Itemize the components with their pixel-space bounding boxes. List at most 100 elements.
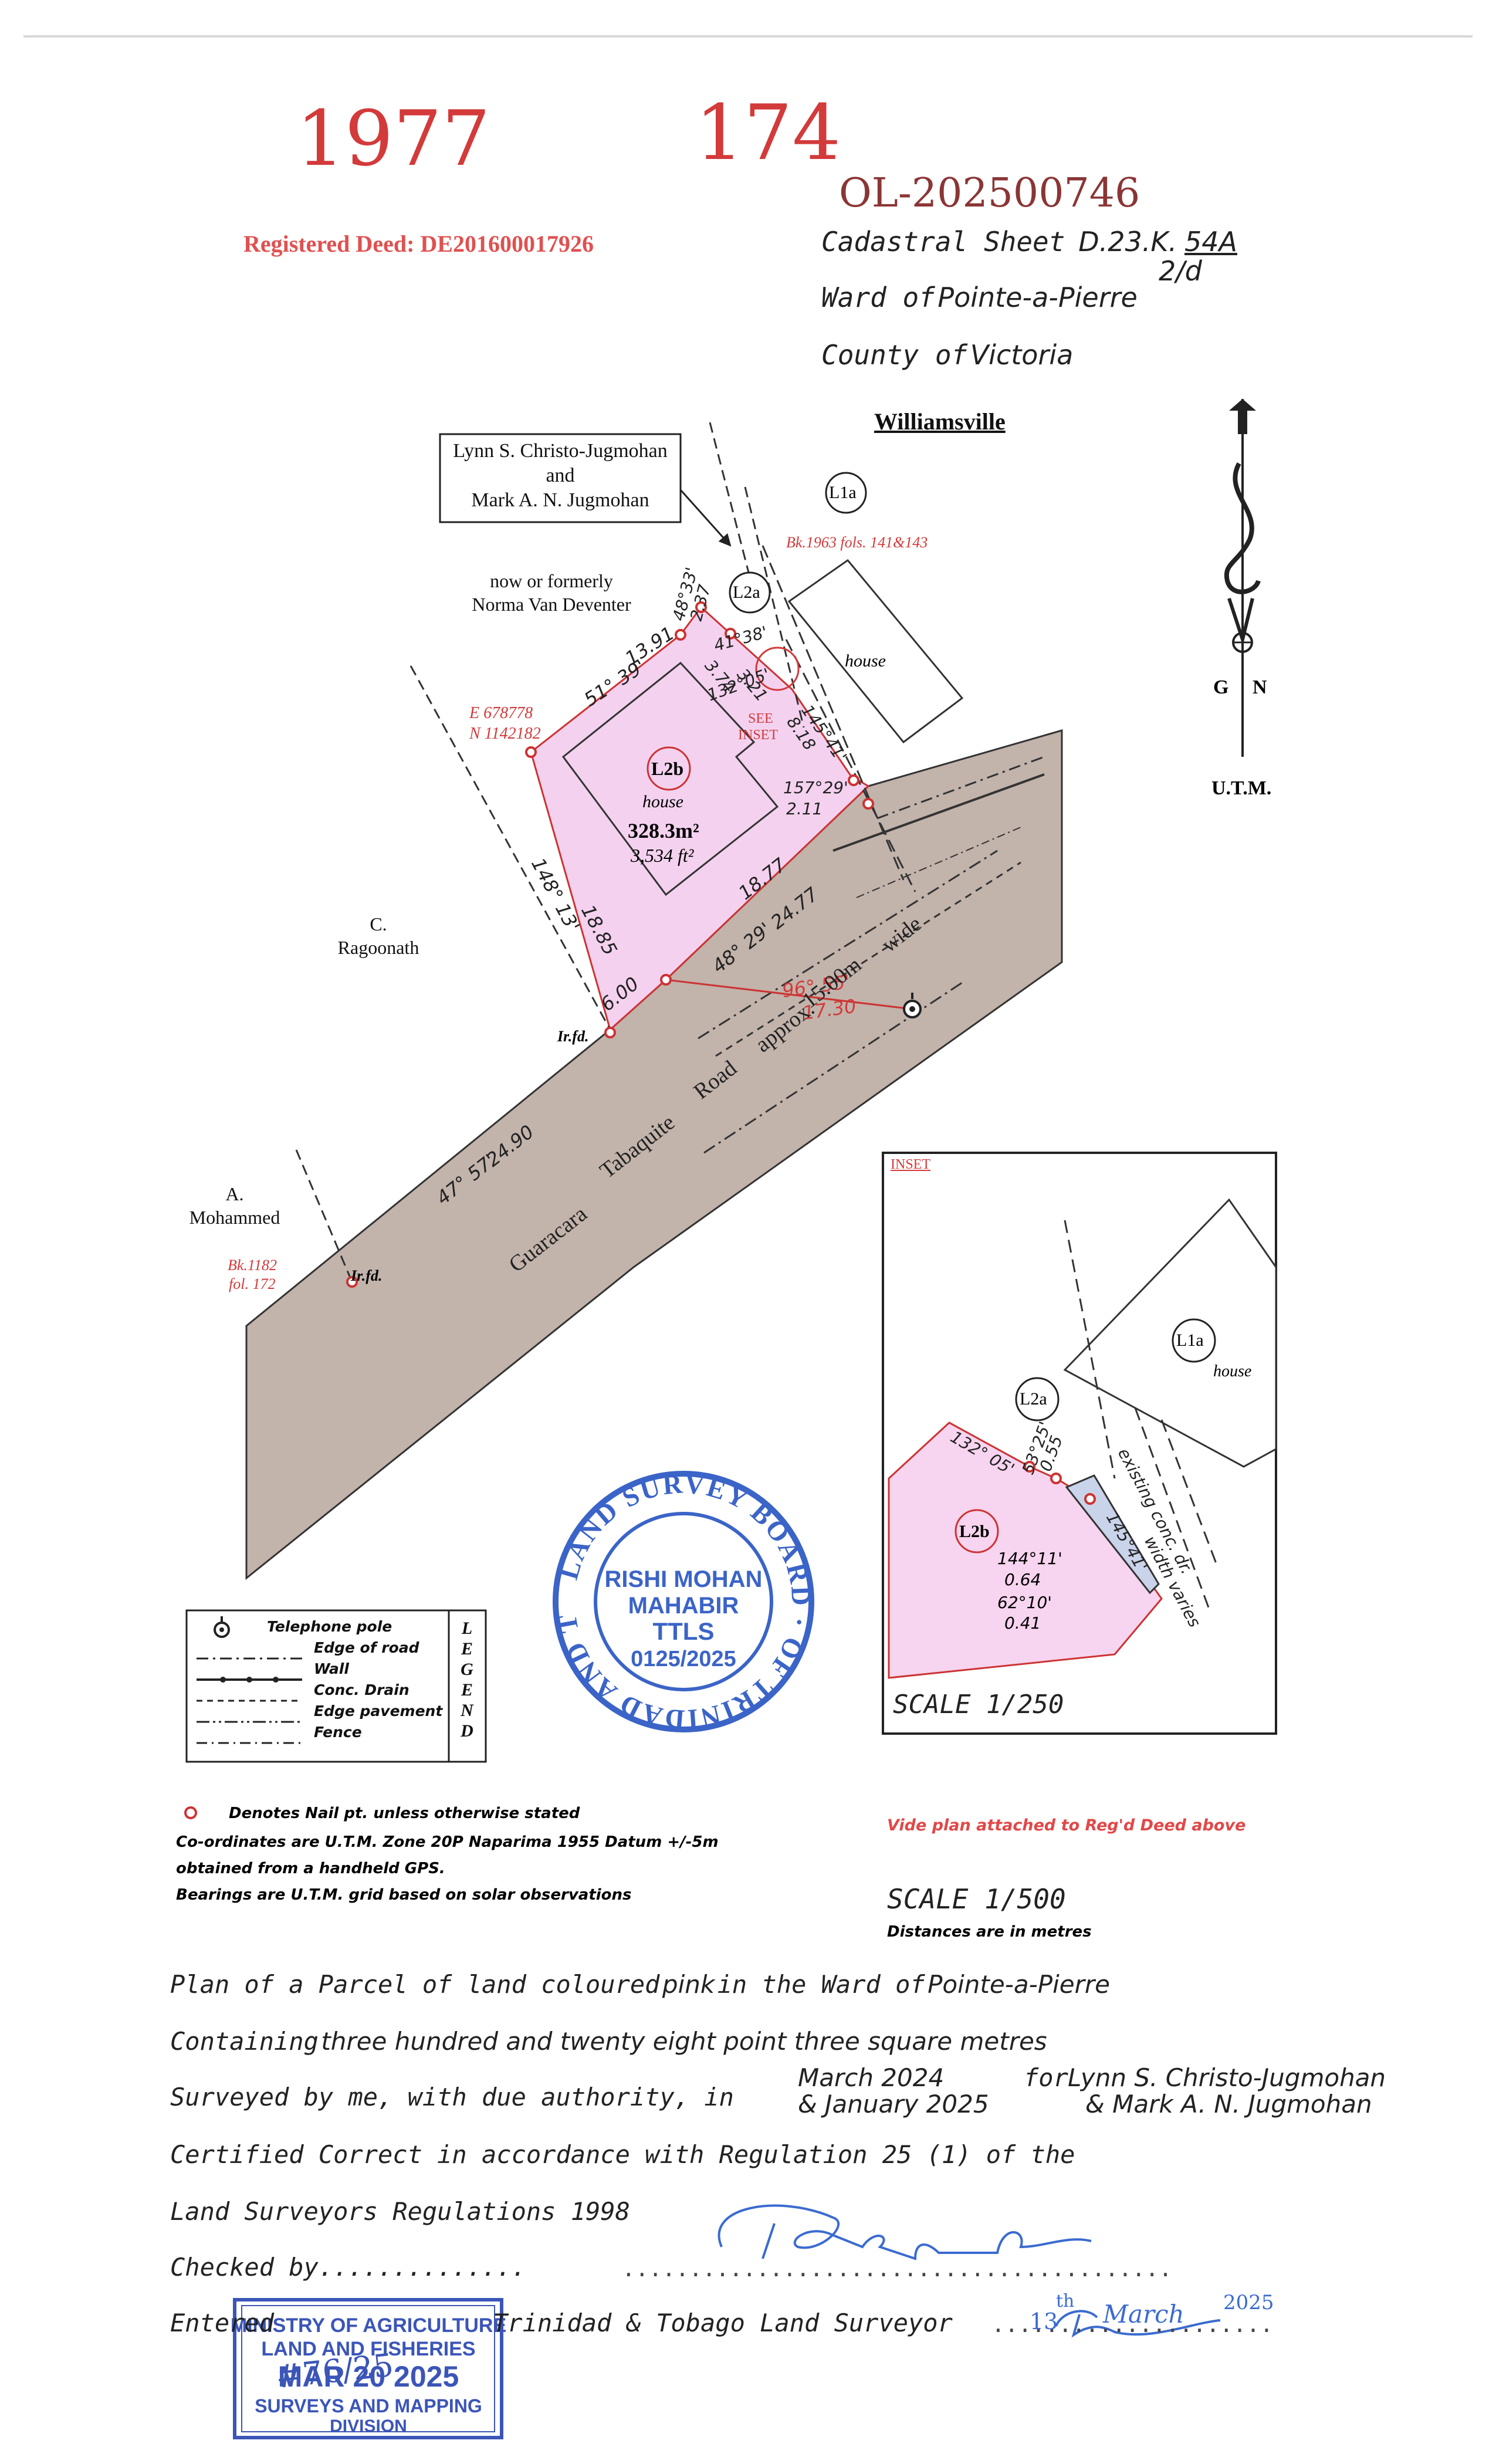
edge-pavement <box>698 849 998 1040</box>
house-label: house <box>642 792 683 811</box>
inset-l1a-label: L1a <box>1176 1331 1204 1350</box>
cert-line-1: Plan of a Parcel of land coloured pink i… <box>170 1970 1110 1999</box>
handwritten-volume: 1977 <box>296 94 490 183</box>
seal-name-2: MAHABIR <box>628 1593 739 1619</box>
seal-name-1: RISHI MOHAN <box>605 1566 763 1592</box>
ward-line: Ward of Pointe-a-Pierre <box>821 282 1138 313</box>
west-owner-initial: C. <box>370 913 387 935</box>
inset-dim-4a: 62°10' <box>997 1593 1052 1612</box>
plan-scale: SCALE 1/500 <box>887 1883 1066 1915</box>
county-name: Victoria <box>970 339 1074 371</box>
legend-vertical-title: LEGEND <box>461 1619 473 1741</box>
north-arrow-g: G <box>1213 676 1229 698</box>
cert-date-year: 2025 <box>1223 2291 1274 2314</box>
coord-easting: E 678778 <box>469 704 533 722</box>
parcel-l2a-circle <box>729 571 771 614</box>
surveyor-signature <box>717 2204 1092 2260</box>
inset-title: INSET <box>891 1157 930 1172</box>
parcel-l1a-label: L1a <box>829 483 857 502</box>
cert-checked: Checked by.............. <box>170 2253 526 2282</box>
note-coords-1: Co-ordinates are U.T.M. Zone 20P Naparim… <box>176 1833 719 1851</box>
cert-client-1: Lynn S. Christo-Jugmohan <box>1068 2063 1386 2092</box>
house-footprint <box>561 661 779 896</box>
cert-line-4: Certified Correct in accordance with Reg… <box>170 2140 1075 2169</box>
date-dotted-line: ..................... <box>991 2311 1274 2337</box>
handwritten-reference: OL-202500746 <box>839 170 1140 216</box>
cert-colour: pink <box>662 1970 715 1999</box>
inset-l2b-circle <box>955 1509 999 1553</box>
deed-ref-fol172: fol. 172 <box>229 1275 276 1292</box>
cert-date-month: March <box>1103 2300 1184 2328</box>
owner-callout-leader <box>679 489 732 547</box>
cert-line-1-prefix: Plan of a Parcel of land coloured <box>170 1970 660 1999</box>
parcel-l2b-label: L2b <box>651 758 684 779</box>
nail-point <box>1024 1461 1035 1473</box>
note-nail: Denotes Nail pt. unless otherwise stated <box>229 1805 580 1822</box>
cadastral-prefix: Cadastral Sheet <box>821 226 1065 258</box>
legend-box <box>185 1609 487 1763</box>
north-owner: now or formerly Norma Van Deventer <box>458 569 645 616</box>
neighbour-house <box>787 559 964 744</box>
ward-prefix: Ward of <box>821 282 935 313</box>
cert-line-3: Surveyed by me, with due authority, in <box>170 2083 734 2111</box>
nail-point <box>1050 1473 1062 1484</box>
legend-item: Edge of road <box>314 1639 419 1656</box>
cert-line-1-mid: in the Ward of <box>717 1970 925 1999</box>
ministry-received-stamp <box>233 2298 503 2439</box>
edge-of-road <box>876 756 1045 820</box>
cert-surveyor: Trinidad & Tobago Land Surveyor <box>493 2309 953 2337</box>
nail-point <box>725 628 736 639</box>
road-wall <box>832 773 1045 852</box>
sw-owner-name: Mohammed <box>189 1207 280 1228</box>
parcel-l2b-circle <box>647 746 691 791</box>
seal-title: TTLS <box>653 1617 715 1645</box>
owner-callout: Lynn S. Christo-Jugmohan and Mark A. N. … <box>440 439 681 513</box>
inset-l2a-circle <box>1015 1377 1060 1421</box>
ministry-line-4: SURVEYS AND MAPPING <box>255 2395 482 2416</box>
deed-ref-bk1963: Bk.1963 fols. 141&143 <box>786 534 928 551</box>
nail-point <box>675 629 686 641</box>
nail-point <box>346 1276 358 1288</box>
dim-ne-e2: 2.11 <box>786 799 823 818</box>
legend-item: Conc. Drain <box>314 1681 409 1698</box>
nail-point <box>695 601 707 613</box>
note-bearings: Bearings are U.T.M. grid based on solar … <box>176 1886 632 1904</box>
ministry-line-2: LAND AND FISHERIES <box>261 2338 475 2360</box>
inset-fence-c <box>1160 1419 1219 1567</box>
inset-fence-b <box>1134 1407 1210 1608</box>
inset-house-label: house <box>1213 1362 1252 1380</box>
ward-name: Pointe-a-Pierre <box>937 282 1138 313</box>
locality-title: Williamsville <box>874 408 1006 435</box>
seal-reg: 0125/2025 <box>631 1647 736 1671</box>
legend-item: Telephone pole <box>267 1618 392 1635</box>
north-arrow-n: N <box>1253 676 1267 698</box>
west-boundary-line <box>409 665 611 1030</box>
cert-client-2: & Mark A. N. Jugmohan <box>1085 2090 1372 2118</box>
nail-point <box>862 798 874 810</box>
north-owner-prefix: now or formerly <box>490 570 613 591</box>
inset-fence-a <box>1064 1220 1116 1479</box>
cadastral-sheet: Cadastral Sheet D.23.K. 54A <box>821 226 1237 258</box>
ministry-line-1: MINISTRY OF AGRICULTURE <box>231 2314 506 2337</box>
inset-l2b-label: L2b <box>959 1522 990 1541</box>
north-arrow-icon <box>1224 399 1261 757</box>
owner-and: and <box>546 465 575 486</box>
owner-callout-box <box>439 433 682 523</box>
signature-dotted-line: ........................................… <box>622 2256 1172 2282</box>
road-traverse-line <box>665 979 913 1010</box>
owner-name-2: Mark A. N. Jugmohan <box>471 489 649 511</box>
neighbour-house-label: house <box>845 651 886 671</box>
telephone-pole-icon <box>903 993 922 1018</box>
north-owner-name: Norma Van Deventer <box>472 594 631 615</box>
west-owner: C. Ragoonath <box>311 912 446 959</box>
road-centre-fence <box>856 827 1021 898</box>
cert-date-day: 13 <box>1030 2309 1058 2334</box>
nail-point <box>848 774 859 786</box>
sw-boundary-line <box>295 1149 353 1282</box>
owner-name-1: Lynn S. Christo-Jugmohan <box>453 440 668 462</box>
iron-found-2: Ir.fd. <box>351 1267 383 1284</box>
handwritten-folio: 174 <box>695 88 841 177</box>
legend-pole-icon <box>214 1616 230 1638</box>
note-vide: Vide plan attached to Reg'd Deed above <box>887 1816 1246 1835</box>
cert-date-sup: th <box>1056 2291 1075 2311</box>
